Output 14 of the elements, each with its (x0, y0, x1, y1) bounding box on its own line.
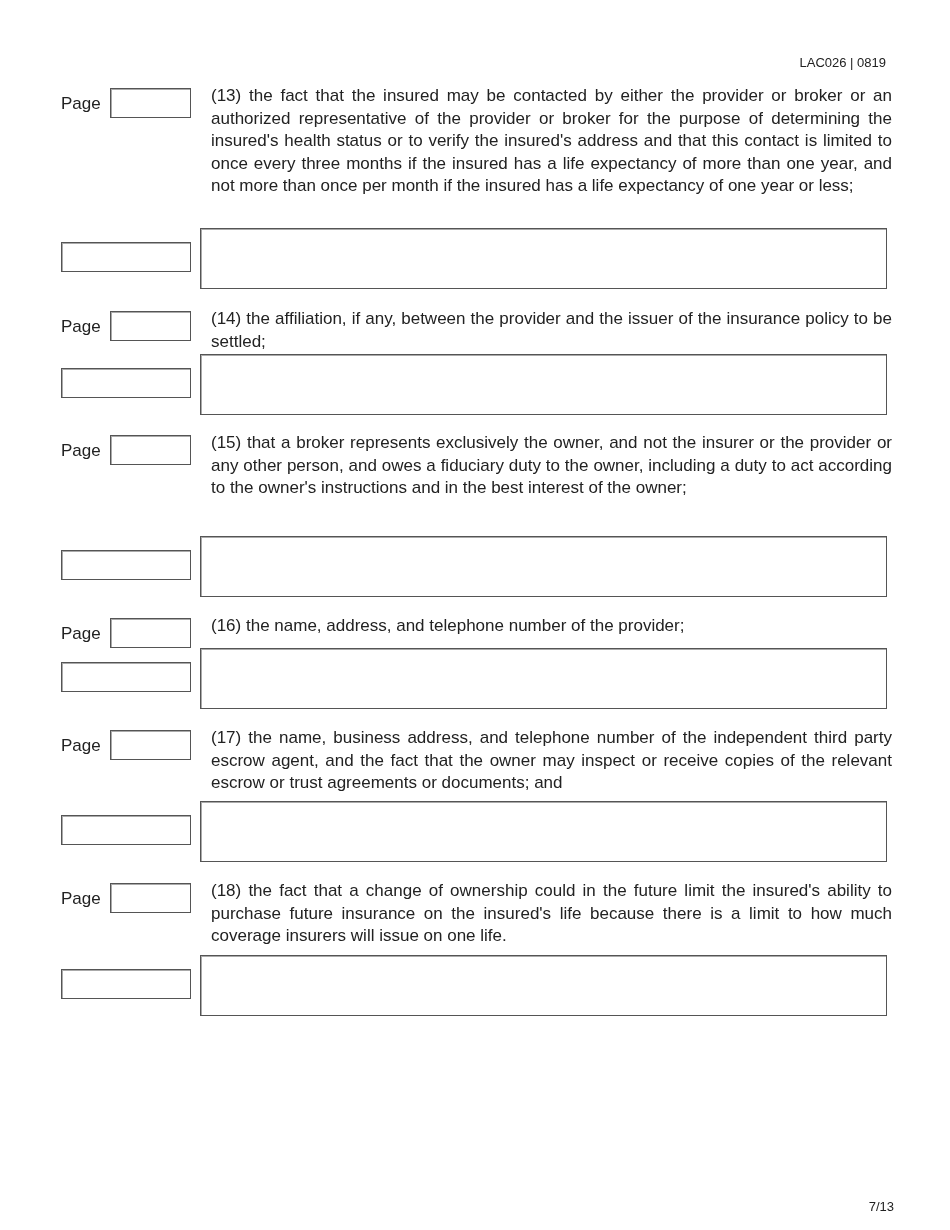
field-label: Page (61, 93, 101, 115)
item-text: (18) the fact that a change of ownership could in the future limit the insured's ability to purchase future insurance on the insured's life because there is a limit to how much coverage insurers will issue on one life. (211, 880, 892, 948)
item-text: (13) the fact that the insured may be contacted by either the provider or broker or an authorized representative of the provider or broker for the purpose of determining the insured's health status or to verify the insured's address and that this contact is limited to once every three months if the insured has a life expectancy of more than one year, and not more than once per month if the insured has a life expectancy of one year or less; (211, 85, 892, 198)
form-code: LAC026 | 0819 (799, 55, 886, 70)
field-label: Page (61, 316, 101, 338)
item-text: (17) the name, business address, and telephone number of the independent third party escrow agent, and the fact that the owner may inspect or receive copies of the relevant escrow or trust agreements or documents; and (211, 727, 892, 795)
item-text: (15) that a broker represents exclusively the owner, and not the insurer or the provider or any other person, and owes a fiduciary duty to the owner, including a duty to act according to the owner's instructions and in the best interest of the owner; (211, 432, 892, 500)
item-text: (14) the affiliation, if any, between the provider and the issuer of the insurance policy to be settled; (211, 308, 892, 353)
field-label: Page (61, 888, 101, 910)
field-label: Page (61, 623, 101, 645)
page-number: 7/13 (868, 1199, 894, 1214)
field-label: Page (61, 735, 101, 757)
field-label: Page (61, 440, 101, 462)
item-text: (16) the name, address, and telephone number of the provider; (211, 615, 686, 637)
